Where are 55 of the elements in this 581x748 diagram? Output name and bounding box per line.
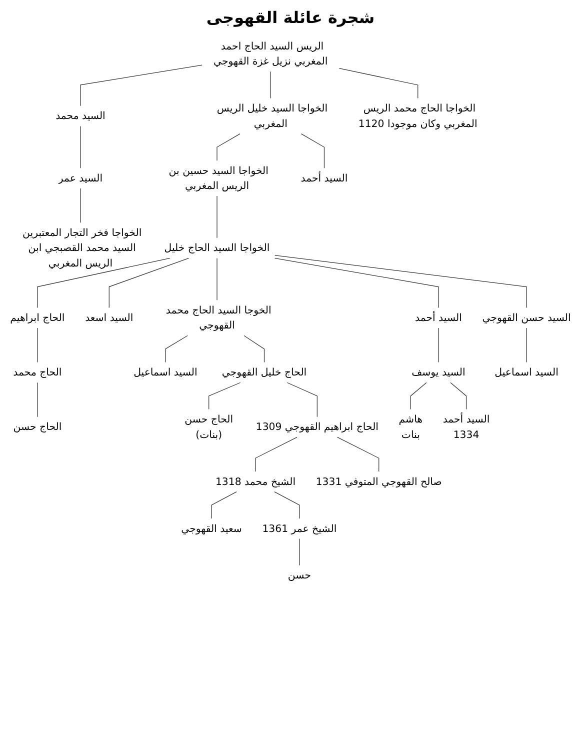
connector (216, 196, 218, 238)
connector (450, 382, 467, 410)
node-text: السيد حسن القهوجي (482, 312, 571, 324)
connector (80, 64, 202, 106)
connector (526, 328, 527, 363)
connector (274, 491, 300, 519)
node-text: الحاج خليل القهوجي (222, 366, 307, 378)
connector (299, 538, 300, 566)
connector (274, 258, 439, 308)
connector (80, 126, 81, 168)
node-text: الريس السيد الحاج احمد المغربي نزيل غزة القهوجي (214, 40, 328, 68)
diagram-title: شجرة عائلة القهوجى (205, 8, 376, 27)
connector (37, 382, 38, 418)
node-text: الخواجا السيد خليل الريس المغربي (216, 102, 328, 130)
node-text: الخوجا السيد الحاج محمد القهوجي (166, 304, 272, 332)
node-text: صالح القهوجي المتوفي 1331 (316, 475, 442, 488)
node-text: الحاج حسن (بنات) (184, 413, 234, 440)
connector (208, 382, 241, 410)
connector (338, 68, 418, 99)
connector (438, 328, 439, 363)
node-text: السيد اسماعيل (134, 366, 198, 378)
node-text: الحاج ابراهيم (10, 312, 65, 324)
node-text: الخواجا السيد الحاج خليل (164, 242, 270, 254)
node-text: هاشم بنات (398, 413, 423, 440)
connector (244, 335, 265, 363)
node-text: السيد محمد (56, 110, 106, 122)
node-text: السيد يوسف (412, 366, 466, 378)
node-text: الخواجا السيد حسين بن الريس المغربي (168, 164, 268, 192)
node-text: الخواجا فخر التجار المعتبرين السيد محمد القصبجي ابن الريس المغربي (22, 226, 142, 270)
connector (211, 491, 237, 519)
node-text: الخواجا الحاج محمد الريس المغربي وكان موجودا 1120 (358, 102, 478, 130)
connector (274, 254, 527, 308)
connector (270, 71, 271, 99)
connector (108, 258, 190, 308)
connector (165, 335, 188, 363)
node-text: السيد عمر (58, 172, 103, 184)
node-text: السيد اسعد (85, 312, 134, 324)
node-text: السيد أحمد (300, 172, 348, 184)
node-text: الحاج حسن (13, 420, 62, 433)
node-text: السيد اسماعيل (494, 366, 558, 378)
node-text: الحاج محمد (13, 366, 62, 378)
connector (37, 328, 38, 363)
connector (216, 134, 240, 161)
node-text: حسن (288, 569, 311, 582)
node-text: الشيخ عمر 1361 (262, 522, 337, 534)
connector (410, 382, 427, 410)
node-text: الشيخ محمد 1318 (215, 475, 296, 488)
connector (37, 258, 170, 308)
connector (255, 436, 298, 472)
node-text: سعيد القهوجي (181, 522, 242, 534)
node-text: الحاج ابراهيم القهوجي 1309 (256, 420, 378, 433)
connector (337, 436, 380, 472)
connector (80, 188, 81, 223)
connector (216, 258, 218, 300)
node-text: السيد أحمد (415, 312, 462, 324)
